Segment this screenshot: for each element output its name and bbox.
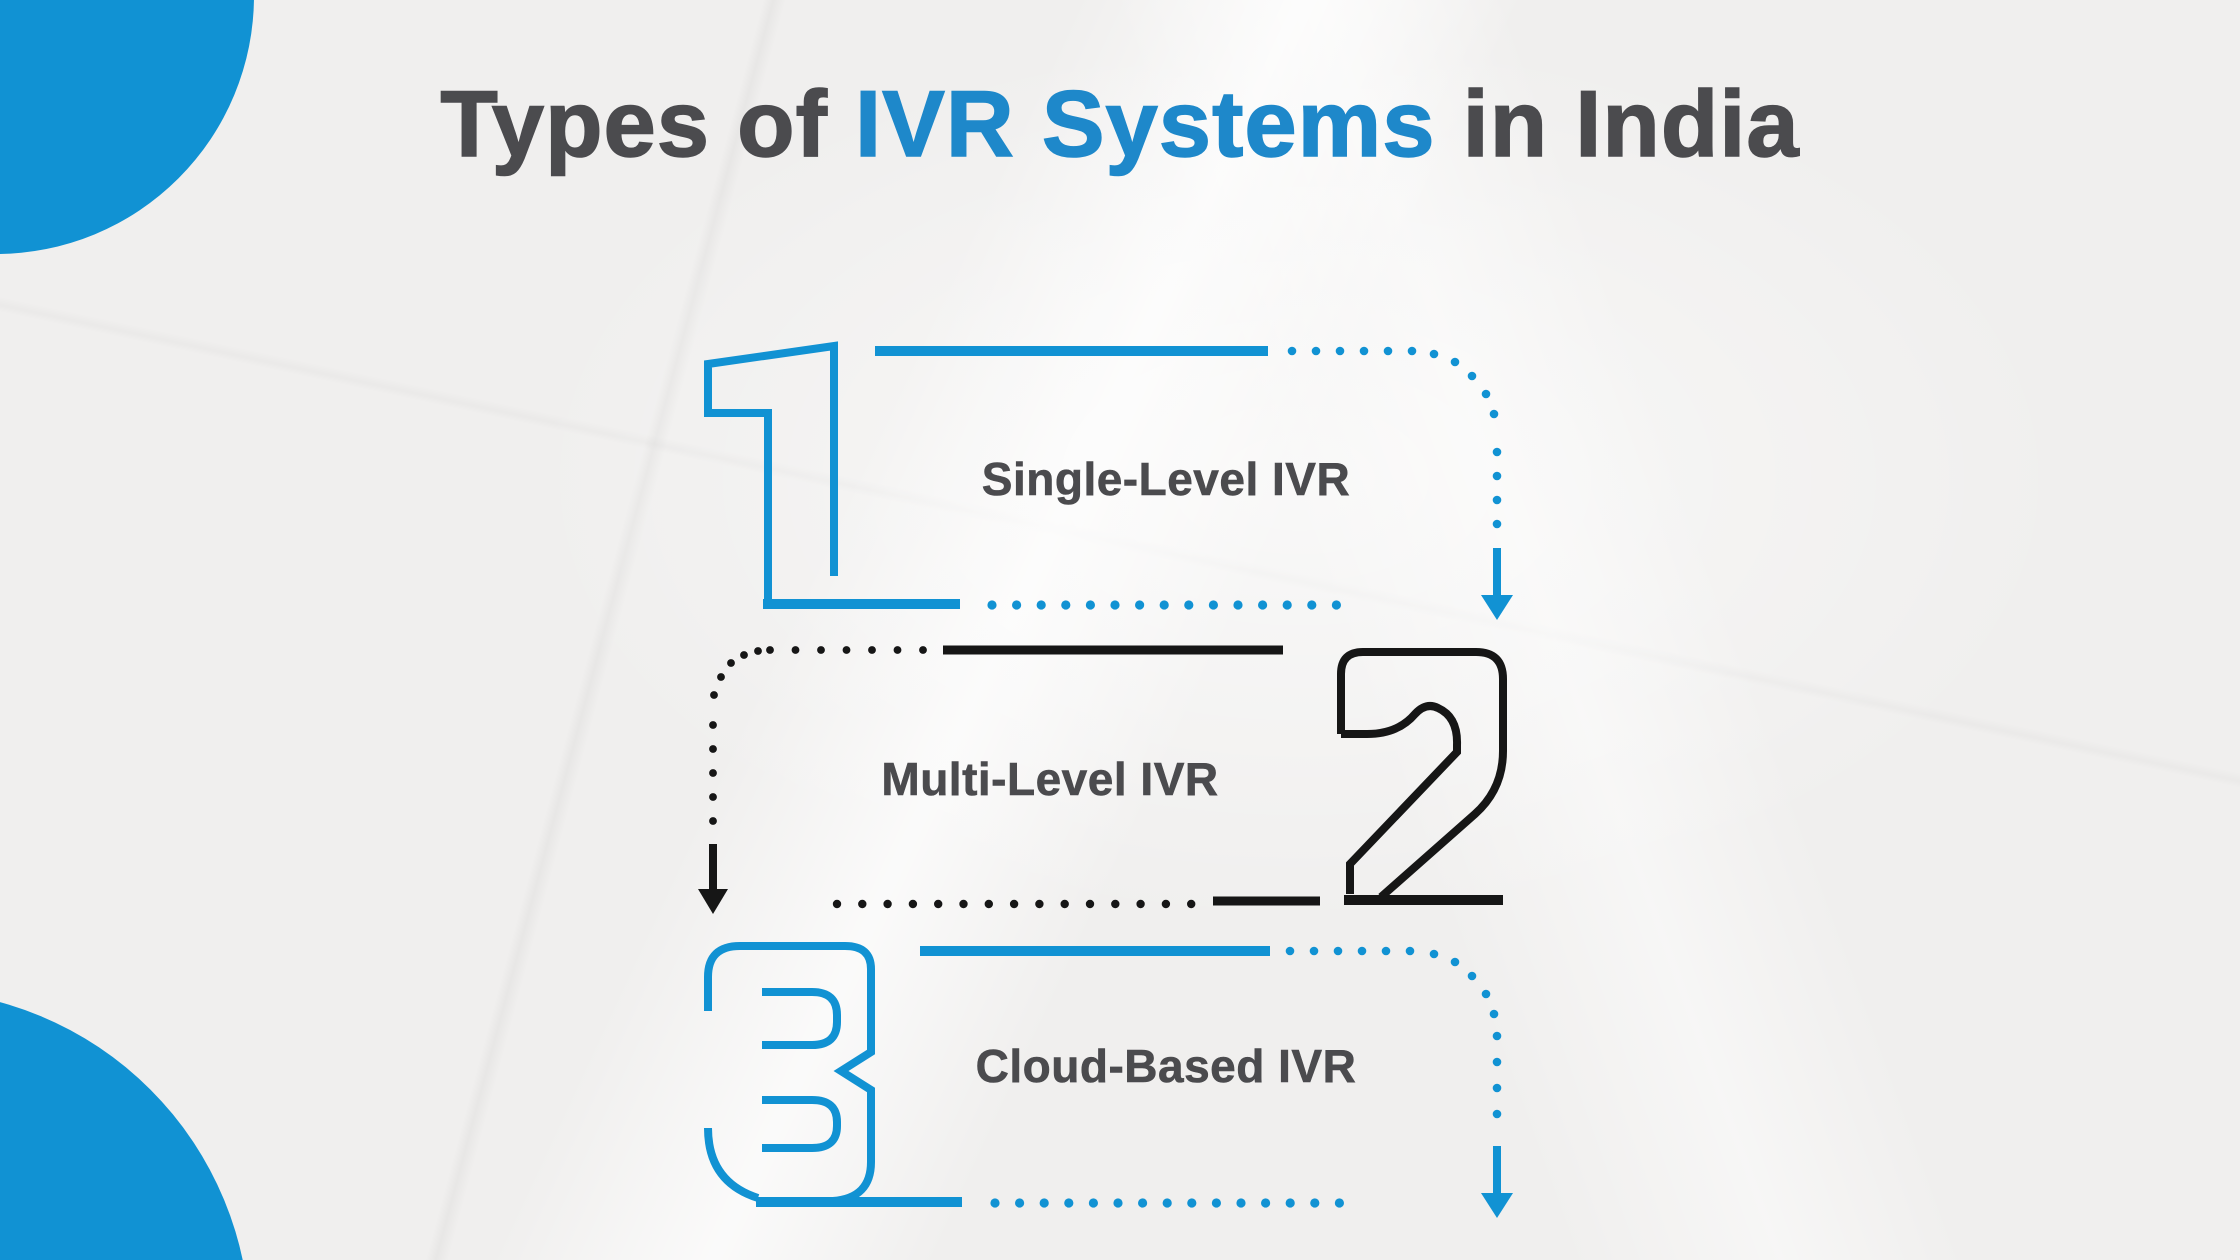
item-label-multi-level-ivr: Multi-Level IVR [881, 753, 1219, 806]
title-highlight: IVR Systems [854, 70, 1436, 177]
connector-3-dotted-path [990, 946, 1502, 1208]
item-label-cloud-based-ivr: Cloud-Based IVR [975, 1040, 1357, 1093]
numeral-2 [1337, 648, 1507, 900]
numeral-3 [704, 942, 875, 1205]
numeral-1 [704, 341, 838, 600]
connector-2-dotted-path [709, 646, 1196, 909]
arrow-down-icon [1481, 548, 1513, 620]
arrow-down-icon [1481, 1146, 1513, 1218]
title-suffix: in India [1435, 70, 1800, 177]
item-label-single-level-ivr: Single-Level IVR [981, 453, 1351, 506]
page-title: Types of IVR Systems in India [0, 70, 2240, 178]
title-prefix: Types of [440, 70, 855, 177]
arrow-down-icon [698, 844, 728, 914]
connector-1-dotted-path [987, 346, 1502, 610]
